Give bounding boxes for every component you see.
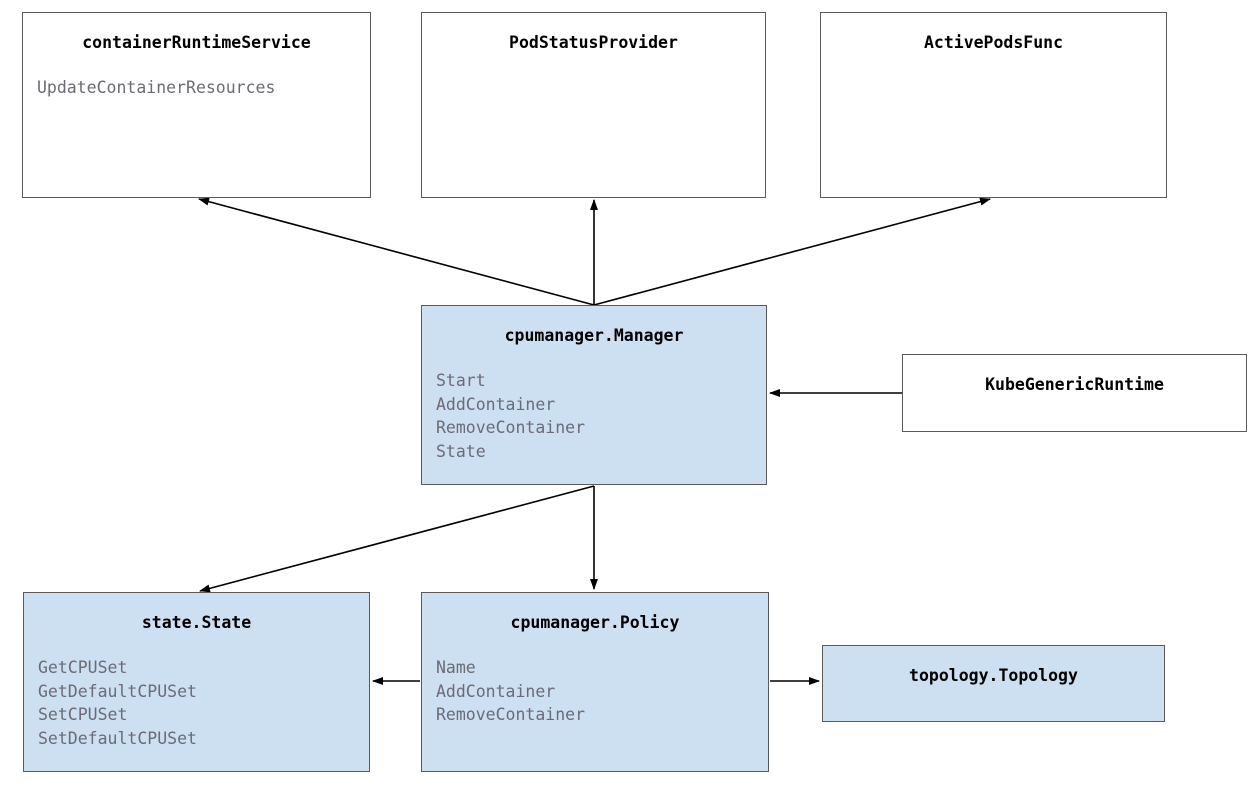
edge-manager-to-stateState (199, 485, 595, 593)
edge-manager-to-containerRuntimeService (198, 197, 595, 306)
node-member: UpdateContainerResources (37, 78, 276, 97)
node-activePodsFunc[interactable]: ActivePodsFunc (820, 12, 1167, 198)
node-member: Name (436, 658, 476, 677)
node-podStatusProvider[interactable]: PodStatusProvider (421, 12, 766, 198)
node-title-cpumanagerManager: cpumanager.Manager (504, 326, 684, 345)
node-title-stateState: state.State (141, 613, 252, 632)
node-topologyTopology[interactable]: topology.Topology (822, 645, 1165, 722)
node-title-podStatusProvider: PodStatusProvider (509, 33, 678, 52)
node-title-activePodsFunc: ActivePodsFunc (923, 33, 1064, 52)
node-members-containerRuntimeService: UpdateContainerResources (37, 76, 370, 100)
node-member: AddContainer (436, 394, 556, 414)
node-member: AddContainer (436, 681, 556, 701)
node-title-kubeGenericRuntime: KubeGenericRuntime (985, 375, 1164, 394)
node-title-topologyTopology: topology.Topology (909, 666, 1078, 685)
node-member: Start (436, 371, 486, 390)
node-member: State (436, 441, 486, 461)
edge-manager-to-activePodsFunc (593, 197, 991, 306)
node-title-cpumanagerPolicy: cpumanager.Policy (510, 613, 680, 632)
node-kubeGenericRuntime[interactable]: KubeGenericRuntime (902, 354, 1247, 432)
node-member: GetDefaultCPUSet (38, 681, 197, 701)
node-member: RemoveContainer (436, 705, 586, 724)
node-member: GetCPUSet (38, 658, 128, 677)
node-title-containerRuntimeService: containerRuntimeService (82, 33, 311, 52)
node-member: SetDefaultCPUSet (38, 728, 197, 748)
node-member: SetCPUSet (38, 705, 128, 724)
node-member: RemoveContainer (436, 418, 586, 437)
